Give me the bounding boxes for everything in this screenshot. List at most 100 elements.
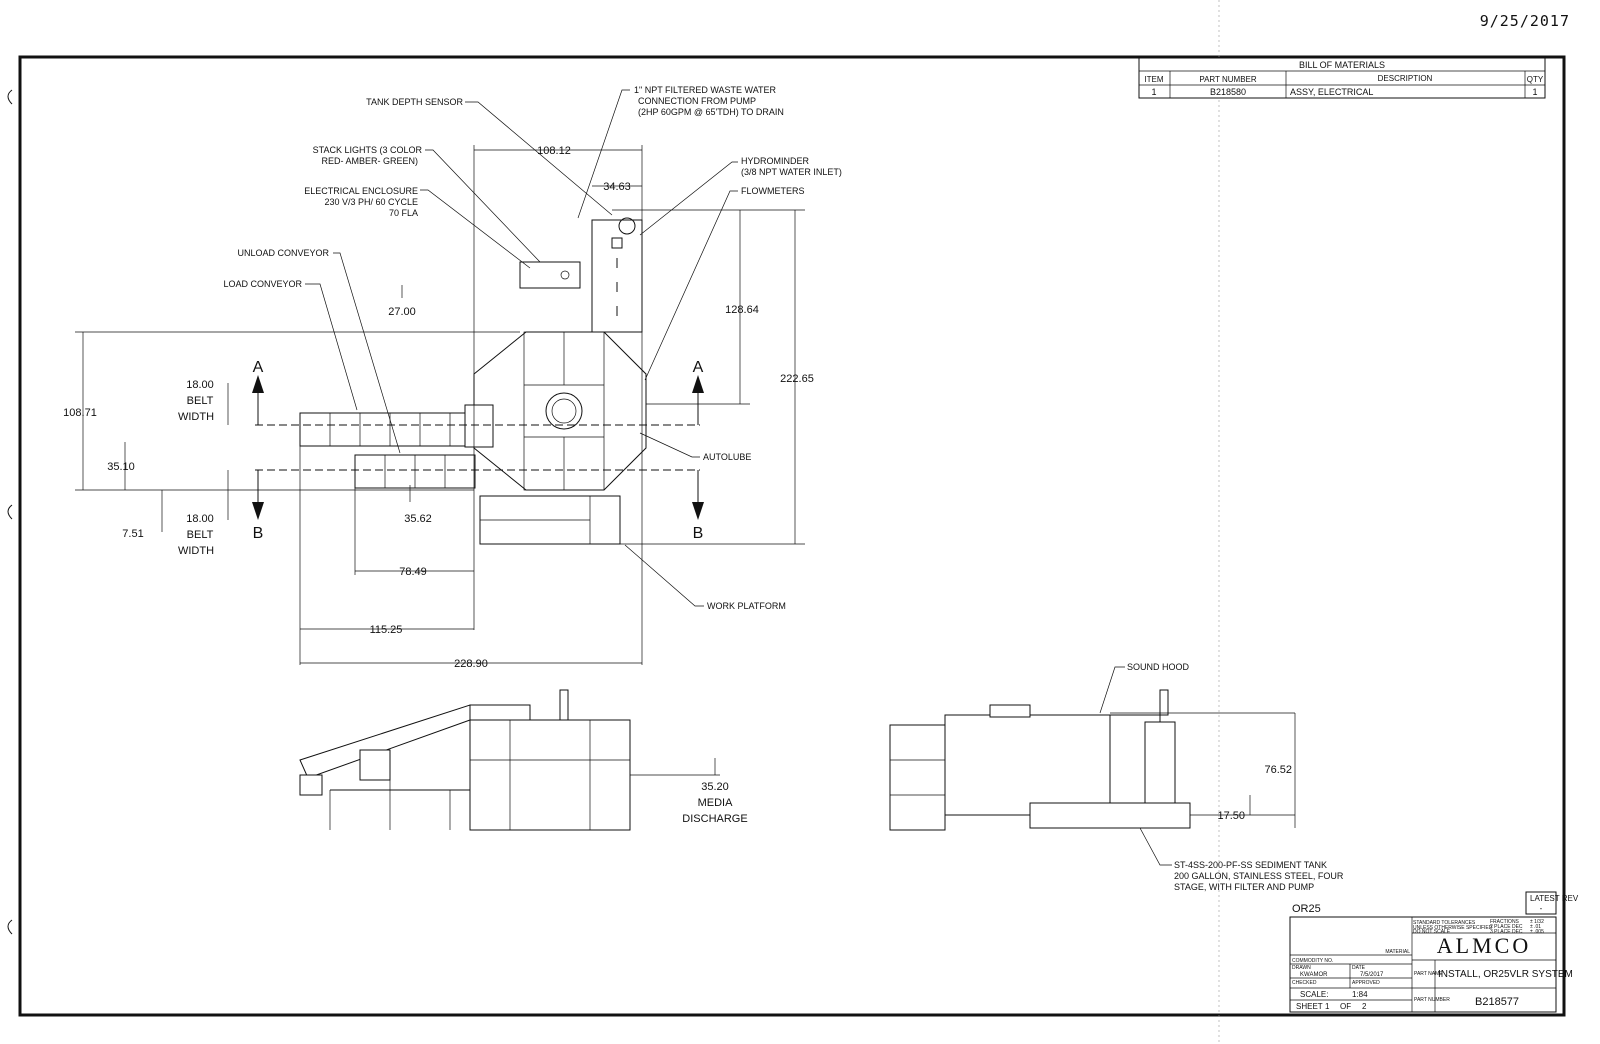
of-label: OF <box>1340 1002 1351 1011</box>
elevation-view-b: 76.52 17.50 SOUND HOOD ST-4SS-200-PF-SS … <box>889 662 1344 892</box>
callout-electrical-line1: ELECTRICAL ENCLOSURE <box>304 186 418 196</box>
drawn-by: KWAMOR <box>1300 972 1328 978</box>
punch-hole-middle <box>7 504 13 520</box>
dim-35-10: 35.10 <box>107 461 135 473</box>
bom-header-item: ITEM <box>1144 75 1163 84</box>
callout-sound-hood: SOUND HOOD <box>1127 662 1190 672</box>
section-a-label-left: A <box>253 359 264 376</box>
belt-word-top: BELT <box>187 395 214 407</box>
machine-housing <box>473 331 647 491</box>
sheet-total: 2 <box>1362 1002 1367 1011</box>
dim-78-49: 78.49 <box>399 566 427 578</box>
width-word-top: WIDTH <box>178 411 214 423</box>
material-label: MATERIAL <box>1385 949 1410 955</box>
sheet-border <box>18 55 1566 1017</box>
callout-autolube: AUTOLUBE <box>703 452 751 462</box>
three-place-label: 3 PLACE DEC <box>1490 929 1523 935</box>
callout-npt-line3: (2HP 60GPM @ 65'TDH) TO DRAIN <box>638 107 784 117</box>
model-tag: OR25 <box>1292 903 1321 915</box>
dim-108-12: 108.12 <box>537 145 571 157</box>
date-label: DATE <box>1352 965 1366 971</box>
callout-stack-lights-line2: RED- AMBER- GREEN) <box>321 156 418 166</box>
tolerance-line2: UNLESS OTHERWISE SPECIFIED <box>1413 925 1493 931</box>
sediment-tank <box>1029 802 1191 829</box>
belt-word-bottom: BELT <box>187 529 214 541</box>
elevation-a-conveyor <box>299 704 471 779</box>
fractions-label: FRACTIONS <box>1490 919 1520 925</box>
bom-cell-part-number: B218580 <box>1210 87 1246 97</box>
elevation-view-a: 35.20 MEDIA DISCHARGE <box>299 689 748 831</box>
drawn-label: DRAWN <box>1292 965 1311 971</box>
callout-hydrominder-line2: (3/8 NPT WATER INLET) <box>741 167 842 177</box>
bom-header-qty: QTY <box>1527 75 1544 84</box>
bom-header-part-number: PART NUMBER <box>1199 75 1257 84</box>
checked-label: CHECKED <box>1292 980 1317 986</box>
date-stamp: 9/25/2017 <box>1479 12 1570 30</box>
latest-rev-label: LATEST REV <box>1530 894 1579 903</box>
dim-35-20: 35.20 <box>701 781 729 793</box>
elevation-a-frame <box>469 719 631 831</box>
media-line2: DISCHARGE <box>682 813 747 825</box>
tolerance-line3: DO NOT SCALE <box>1413 929 1451 935</box>
bom-cell-item: 1 <box>1151 87 1156 97</box>
callout-load-conveyor: LOAD CONVEYOR <box>223 279 302 289</box>
drawing-title: INSTALL, OR25VLR SYSTEM <box>1438 969 1573 980</box>
dim-7-51: 7.51 <box>122 528 143 540</box>
bom-header-description: DESCRIPTION <box>1378 74 1433 83</box>
dim-belt-width-top: 18.00 <box>186 379 214 391</box>
punch-hole-top <box>7 89 13 105</box>
scale-label: SCALE: <box>1300 990 1328 999</box>
bowl-circle <box>545 392 583 430</box>
title-block: OR25 LATEST REV - STANDARD TOLERANCES UN… <box>1289 891 1579 1013</box>
dim-35-62: 35.62 <box>404 513 432 525</box>
callout-flowmeters: FLOWMETERS <box>741 186 805 196</box>
load-conveyor <box>299 412 476 447</box>
scale-value: 1:84 <box>1352 990 1368 999</box>
dim-belt-width-bottom: 18.00 <box>186 513 214 525</box>
callout-tank-depth-sensor: TANK DEPTH SENSOR <box>366 97 463 107</box>
fractions-value: ± 1/32 <box>1530 919 1544 925</box>
section-a-label-right: A <box>693 359 704 376</box>
latest-rev-value: - <box>1540 904 1543 913</box>
media-line1: MEDIA <box>698 797 734 809</box>
dim-115-25: 115.25 <box>370 624 403 636</box>
dim-222-65: 222.65 <box>780 373 814 385</box>
bom-table: BILL OF MATERIALS ITEM PART NUMBER DESCR… <box>1138 57 1546 99</box>
callout-unload-conveyor: UNLOAD CONVEYOR <box>237 248 329 258</box>
dim-228-90: 228.90 <box>454 658 488 670</box>
sheet-value: 1 <box>1325 1002 1330 1011</box>
two-place-value: ± .01 <box>1530 924 1541 930</box>
callout-npt-line2: CONNECTION FROM PUMP <box>638 96 756 106</box>
approved-label: APPROVED <box>1352 980 1380 986</box>
two-place-label: 2 PLACE DEC <box>1490 924 1523 930</box>
callout-tank-line2: 200 GALLON, STAINLESS STEEL, FOUR <box>1174 871 1344 881</box>
drawn-date: 7/5/2017 <box>1360 972 1384 978</box>
drawing-number: B218577 <box>1475 996 1519 1008</box>
dim-27-00: 27.00 <box>388 306 416 318</box>
section-b-label-left: B <box>253 525 264 542</box>
tolerance-line1: STANDARD TOLERANCES <box>1413 920 1476 926</box>
dim-76-52: 76.52 <box>1264 764 1292 776</box>
elevation-b-main <box>944 714 1111 816</box>
dim-34-63: 34.63 <box>603 181 631 193</box>
callout-npt-line1: 1" NPT FILTERED WASTE WATER <box>634 85 777 95</box>
dim-17-50: 17.50 <box>1217 810 1245 822</box>
callout-hydrominder-line1: HYDROMINDER <box>741 156 810 166</box>
callout-tank-line3: STAGE, WITH FILTER AND PUMP <box>1174 882 1314 892</box>
company-logo: ALMCO <box>1437 933 1531 958</box>
bom-title: BILL OF MATERIALS <box>1299 60 1385 70</box>
section-b-label-right: B <box>693 525 704 542</box>
sheet-label: SHEET <box>1296 1002 1323 1011</box>
part-number-label: PART NUMBER <box>1414 997 1450 1003</box>
bom-cell-qty: 1 <box>1532 87 1537 97</box>
callout-work-platform: WORK PLATFORM <box>707 601 786 611</box>
callout-electrical-line3: 70 FLA <box>389 208 418 218</box>
part-name-label: PART NAME <box>1414 971 1443 977</box>
width-word-bottom: WIDTH <box>178 545 214 557</box>
callout-electrical-line2: 230 V/3 PH/ 60 CYCLE <box>324 197 418 207</box>
commodity-label: COMMODITY NO. <box>1292 958 1333 964</box>
dim-108-71: 108.71 <box>63 407 97 419</box>
callout-stack-lights-line1: STACK LIGHTS (3 COLOR <box>313 145 423 155</box>
three-place-value: ± .005 <box>1530 929 1544 935</box>
